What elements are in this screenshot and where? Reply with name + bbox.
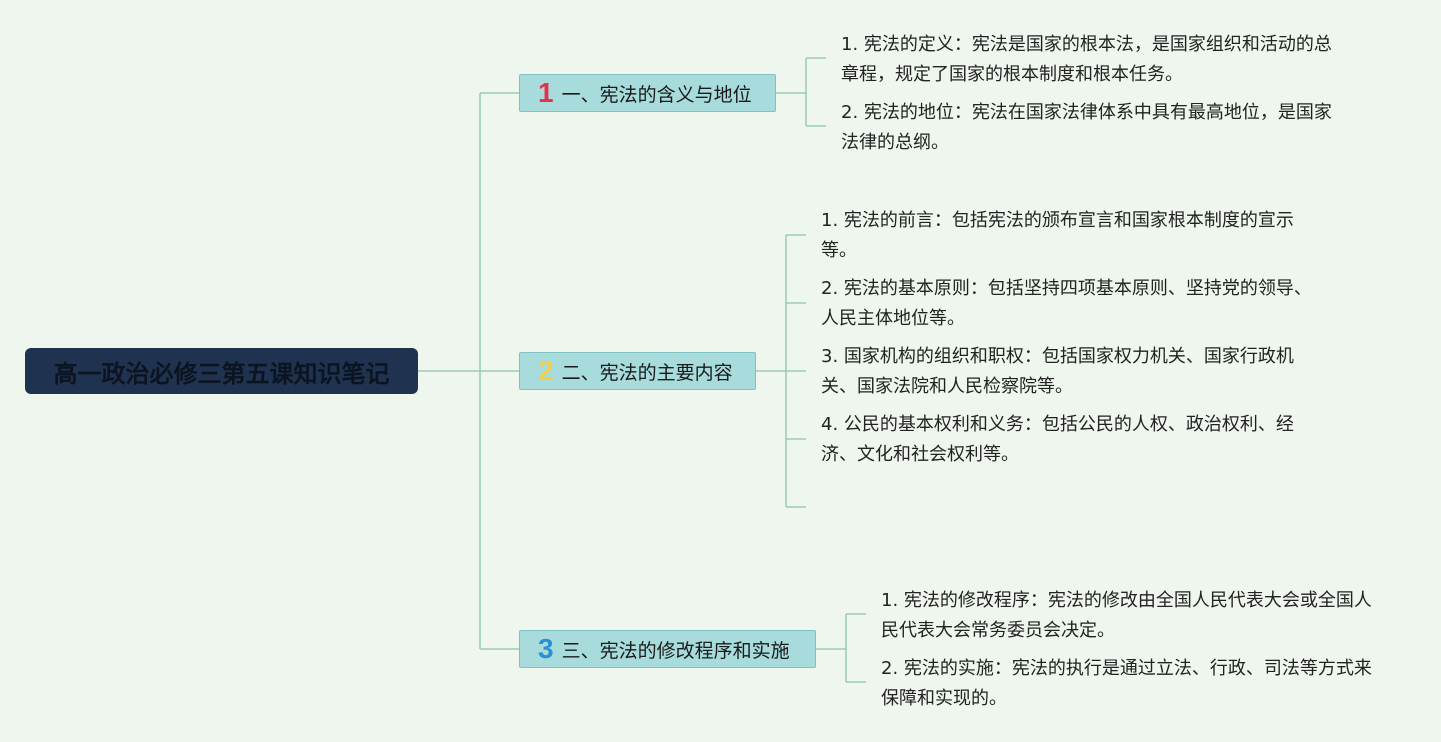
branch-3-item-2[interactable]: 2. 宪法的实施：宪法的执行是通过立法、行政、司法等方式来保障和实现的。: [881, 658, 1372, 709]
branch-1-label: 一、宪法的含义与地位: [561, 83, 752, 106]
branch-1-topic[interactable]: 1 一、宪法的含义与地位: [519, 74, 776, 112]
branch-1-leaf-connector: [776, 57, 826, 127]
root-title: 高一政治必修三第五课知识笔记: [53, 359, 390, 388]
branch-1-item-2[interactable]: 2. 宪法的地位：宪法在国家法律体系中具有最高地位，是国家法律的总纲。: [841, 102, 1332, 153]
branch-3-item-1[interactable]: 1. 宪法的修改程序：宪法的修改由全国人民代表大会或全国人民代表大会常务委员会决…: [881, 590, 1372, 641]
branch-2-item-2[interactable]: 2. 宪法的基本原则：包括坚持四项基本原则、坚持党的领导、人民主体地位等。: [821, 278, 1312, 329]
branch-2-item-3[interactable]: 3. 国家机构的组织和职权：包括国家权力机关、国家行政机关、国家法院和人民检察院…: [821, 346, 1294, 397]
root-topic[interactable]: 高一政治必修三第五课知识笔记: [25, 348, 418, 394]
branch-3-leaf-connector: [816, 613, 866, 683]
branch-number-1: 1: [538, 77, 554, 108]
branch-2-topic[interactable]: 2 二、宪法的主要内容: [519, 352, 756, 390]
branch-3-topic[interactable]: 3 三、宪法的修改程序和实施: [519, 630, 816, 668]
branch-number-2: 2: [538, 355, 554, 386]
branch-2-item-1[interactable]: 1. 宪法的前言：包括宪法的颁布宣言和国家根本制度的宣示等。: [821, 210, 1294, 261]
branch-2-item-4[interactable]: 4. 公民的基本权利和义务：包括公民的人权、政治权利、经济、文化和社会权利等。: [821, 414, 1294, 465]
branch-1-item-1[interactable]: 1. 宪法的定义：宪法是国家的根本法，是国家组织和活动的总章程，规定了国家的根本…: [841, 34, 1332, 85]
branch-3-label: 三、宪法的修改程序和实施: [561, 639, 790, 662]
branch-2-leaf-connector: [756, 234, 806, 508]
branch-2-label: 二、宪法的主要内容: [561, 361, 733, 384]
branch-number-3: 3: [538, 633, 554, 664]
